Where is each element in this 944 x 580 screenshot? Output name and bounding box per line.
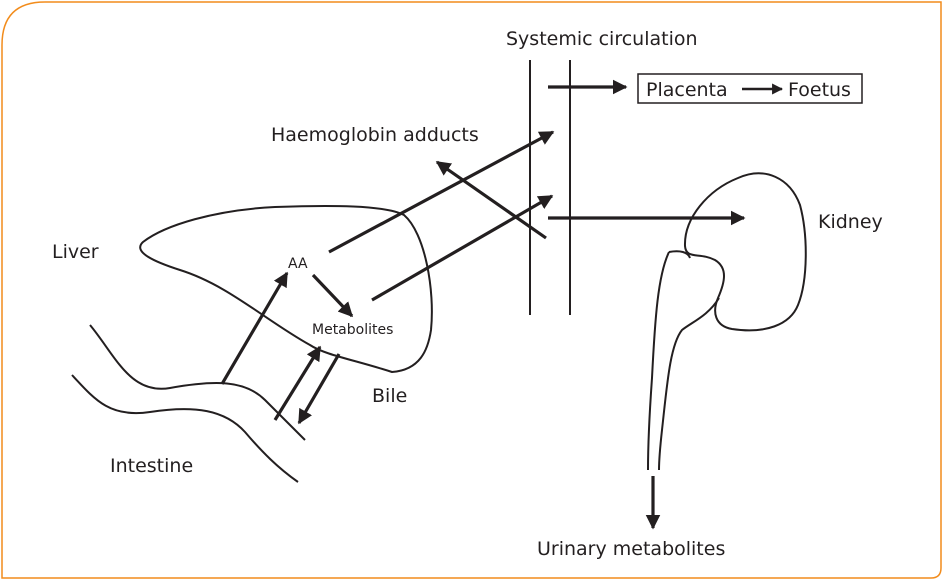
ureter-left-wall bbox=[648, 252, 669, 470]
intestine-upper-wall bbox=[90, 325, 305, 440]
ureter-right-wall bbox=[659, 298, 719, 470]
metabolites-to-circulation-arrow bbox=[372, 196, 552, 300]
aa-label: AA bbox=[288, 256, 308, 272]
bile-label: Bile bbox=[372, 385, 407, 407]
foetus-label: Foetus bbox=[788, 79, 851, 101]
kidney-outline bbox=[685, 173, 806, 330]
aa-to-circulation-arrow bbox=[329, 132, 553, 252]
metabolites-label: Metabolites bbox=[312, 322, 393, 338]
systemic-circulation-label: Systemic circulation bbox=[506, 28, 698, 50]
placenta-label: Placenta bbox=[646, 79, 728, 101]
haemoglobin-adducts-label: Haemoglobin adducts bbox=[271, 124, 479, 146]
aa-to-metabolites-arrow bbox=[313, 275, 352, 316]
liver-label: Liver bbox=[52, 241, 99, 263]
biliary-excretion-arrow bbox=[299, 354, 339, 423]
urinary-metabolites-label: Urinary metabolites bbox=[537, 538, 725, 560]
kidney-label: Kidney bbox=[818, 211, 883, 233]
metabolite-uptake-arrow bbox=[275, 347, 320, 420]
intestine-label: Intestine bbox=[110, 455, 193, 477]
absorption-arrow bbox=[222, 273, 287, 384]
